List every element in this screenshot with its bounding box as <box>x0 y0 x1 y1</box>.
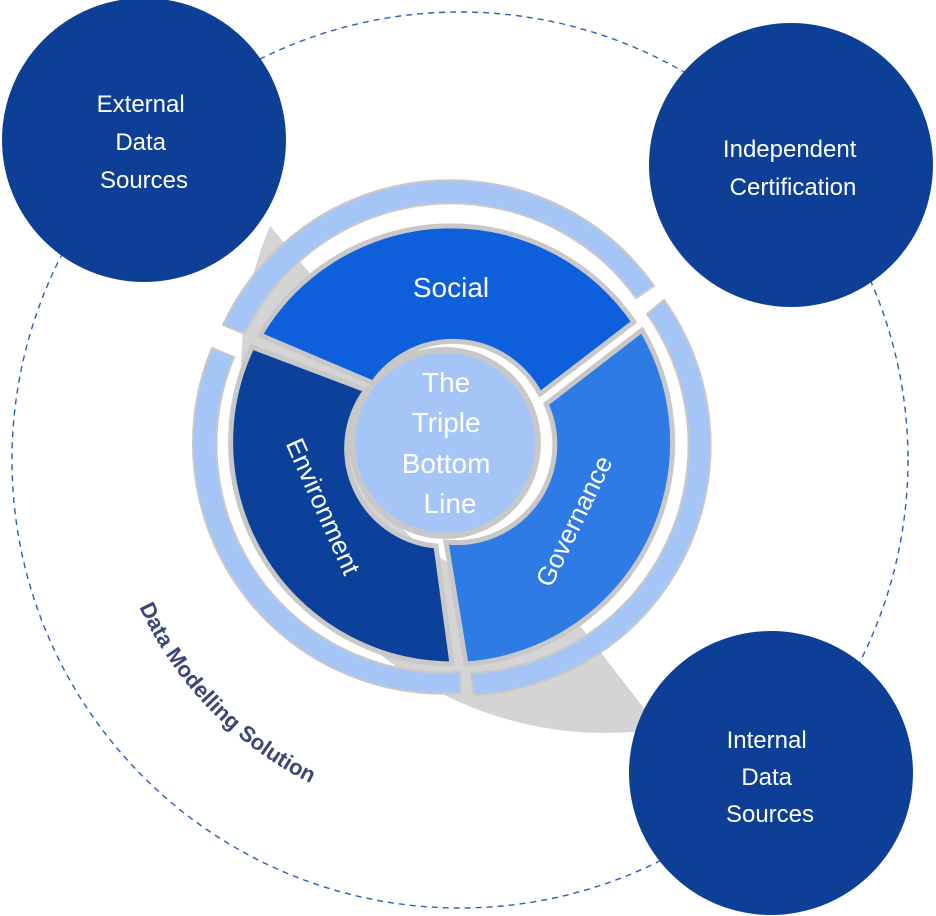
node-internal-line-3: Sources <box>726 801 814 828</box>
outer-ring <box>192 179 712 697</box>
node-internal-label: Internal Data Sources <box>726 727 814 828</box>
center-line-4: Line <box>424 488 477 519</box>
node-external-circle <box>2 0 286 282</box>
social-label: Social <box>413 272 489 303</box>
node-internal-line-2: Data <box>741 764 792 791</box>
node-external-data-sources: External Data Sources <box>2 0 286 282</box>
node-internal-line-1: Internal <box>727 727 807 754</box>
node-internal-circle <box>629 631 913 915</box>
segment-environment <box>228 343 455 667</box>
node-certification-line-2: Certification <box>730 174 857 201</box>
center-circle <box>349 347 541 539</box>
center-line-2: Triple <box>412 407 481 438</box>
segment-social <box>256 223 638 398</box>
node-certification-circle <box>649 23 933 307</box>
center-label: The Triple Bottom Line <box>402 367 498 519</box>
segments <box>228 223 676 667</box>
center-line-3: Bottom <box>402 448 491 479</box>
node-independent-certification: Independent Certification <box>649 23 933 307</box>
outer-ring-segment-environment <box>192 346 461 695</box>
node-external-line-3: Sources <box>100 167 188 194</box>
dashed-orbit <box>11 11 909 909</box>
node-certification-line-1: Independent <box>723 136 857 163</box>
outer-ring-segment-social <box>221 179 656 336</box>
segment-governance <box>443 326 676 667</box>
node-external-line-1: External <box>97 91 185 118</box>
outer-ring-segment-governance <box>469 298 712 697</box>
node-internal-data-sources: Internal Data Sources <box>629 631 913 915</box>
node-external-label: External Data Sources <box>97 91 192 194</box>
node-certification-label: Independent Certification <box>723 136 863 201</box>
node-external-line-2: Data <box>115 129 166 156</box>
center-line-1: The <box>422 367 470 398</box>
